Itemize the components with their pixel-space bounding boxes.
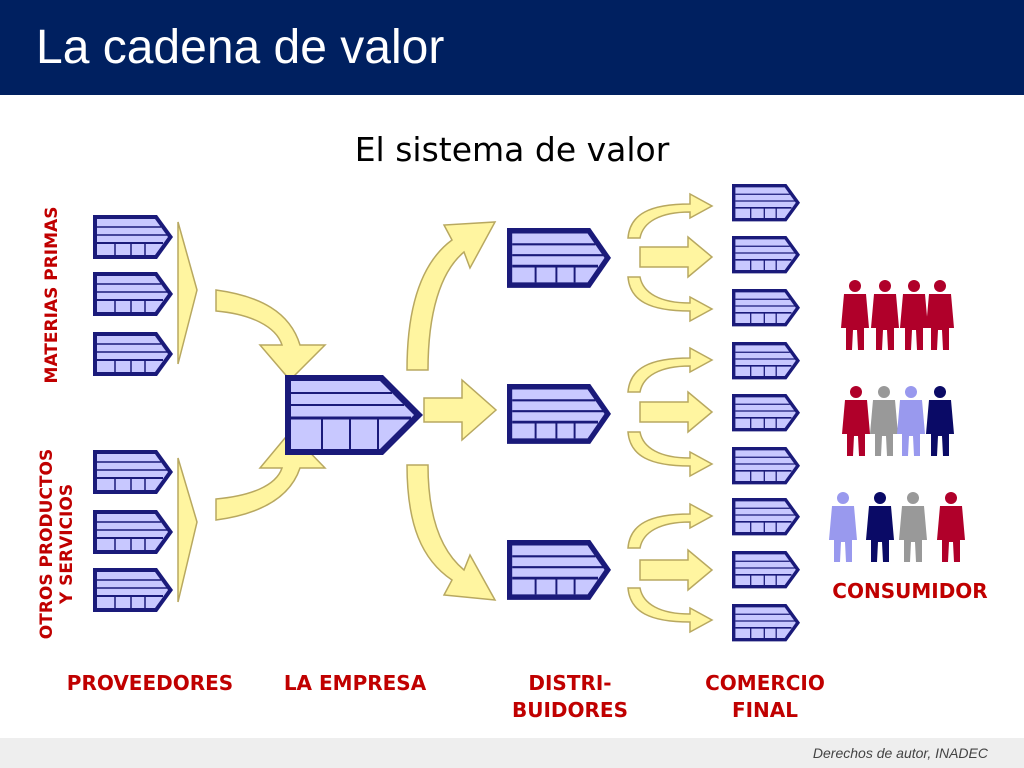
label-company: LA EMPRESA [283, 671, 427, 695]
retail-box-5 [731, 393, 801, 433]
label-retail: COMERCIO FINAL [690, 670, 840, 724]
supplier-box-2 [92, 271, 174, 317]
supplier-box-6 [92, 567, 174, 613]
copyright-notice: Derechos de autor, INADEC [812, 745, 988, 761]
fan-arrow-2c [627, 431, 714, 478]
distributor-box-1 [505, 226, 613, 290]
retail-box-7 [731, 497, 801, 537]
retail-box-3 [731, 288, 801, 328]
diagram-subtitle: El sistema de valor [354, 130, 670, 169]
label-distributors-line2: BUIDORES [512, 698, 628, 722]
consumer-group-3 [829, 492, 965, 562]
label-other-products: OTROS PRODUCTOS Y SERVICIOS [37, 444, 81, 644]
funnel-top [177, 221, 198, 365]
label-other-products-line2: Y SERVICIOS [57, 483, 77, 605]
consumer-group-1 [841, 280, 954, 350]
retail-box-1 [731, 183, 801, 223]
arrow-raw-to-company [215, 289, 327, 382]
distributor-box-2 [505, 382, 613, 446]
label-suppliers: PROVEEDORES [66, 671, 234, 695]
label-other-products-line1: OTROS PRODUCTOS [37, 448, 57, 640]
supplier-box-5 [92, 509, 174, 555]
fan-arrow-1a [627, 192, 714, 239]
arrow-company-to-distributor-1 [406, 221, 497, 371]
retail-box-2 [731, 235, 801, 275]
supplier-box-4 [92, 449, 174, 495]
fan-arrow-3b [639, 548, 714, 592]
fan-arrow-2b [639, 390, 714, 434]
label-raw-materials: MATERIAS PRIMAS [42, 206, 62, 384]
retail-box-6 [731, 446, 801, 486]
supplier-box-3 [92, 331, 174, 377]
label-consumer: CONSUMIDOR [832, 579, 988, 603]
fan-arrow-1c [627, 276, 714, 323]
fan-arrow-3a [627, 502, 714, 549]
supplier-box-1 [92, 214, 174, 260]
arrow-company-to-distributor-3 [406, 464, 497, 601]
footer-bar [0, 738, 1024, 768]
title-bar [0, 0, 1024, 95]
distributor-box-3 [505, 538, 613, 602]
label-retail-line2: FINAL [731, 698, 799, 722]
arrow-company-to-distributor-2 [423, 378, 498, 442]
label-retail-line1: COMERCIO [705, 671, 825, 695]
slide-title: La cadena de valor [36, 21, 445, 74]
consumer-group-2 [842, 386, 954, 456]
fan-arrow-2a [627, 346, 714, 393]
retail-box-9 [731, 603, 801, 643]
retail-box-8 [731, 550, 801, 590]
label-distributors: DISTRI- BUIDORES [490, 670, 650, 724]
company-box [285, 375, 423, 455]
label-distributors-line1: DISTRI- [528, 671, 612, 695]
retail-box-4 [731, 341, 801, 381]
fan-arrow-3c [627, 587, 714, 634]
fan-arrow-1b [639, 235, 714, 279]
funnel-bottom [177, 457, 198, 603]
